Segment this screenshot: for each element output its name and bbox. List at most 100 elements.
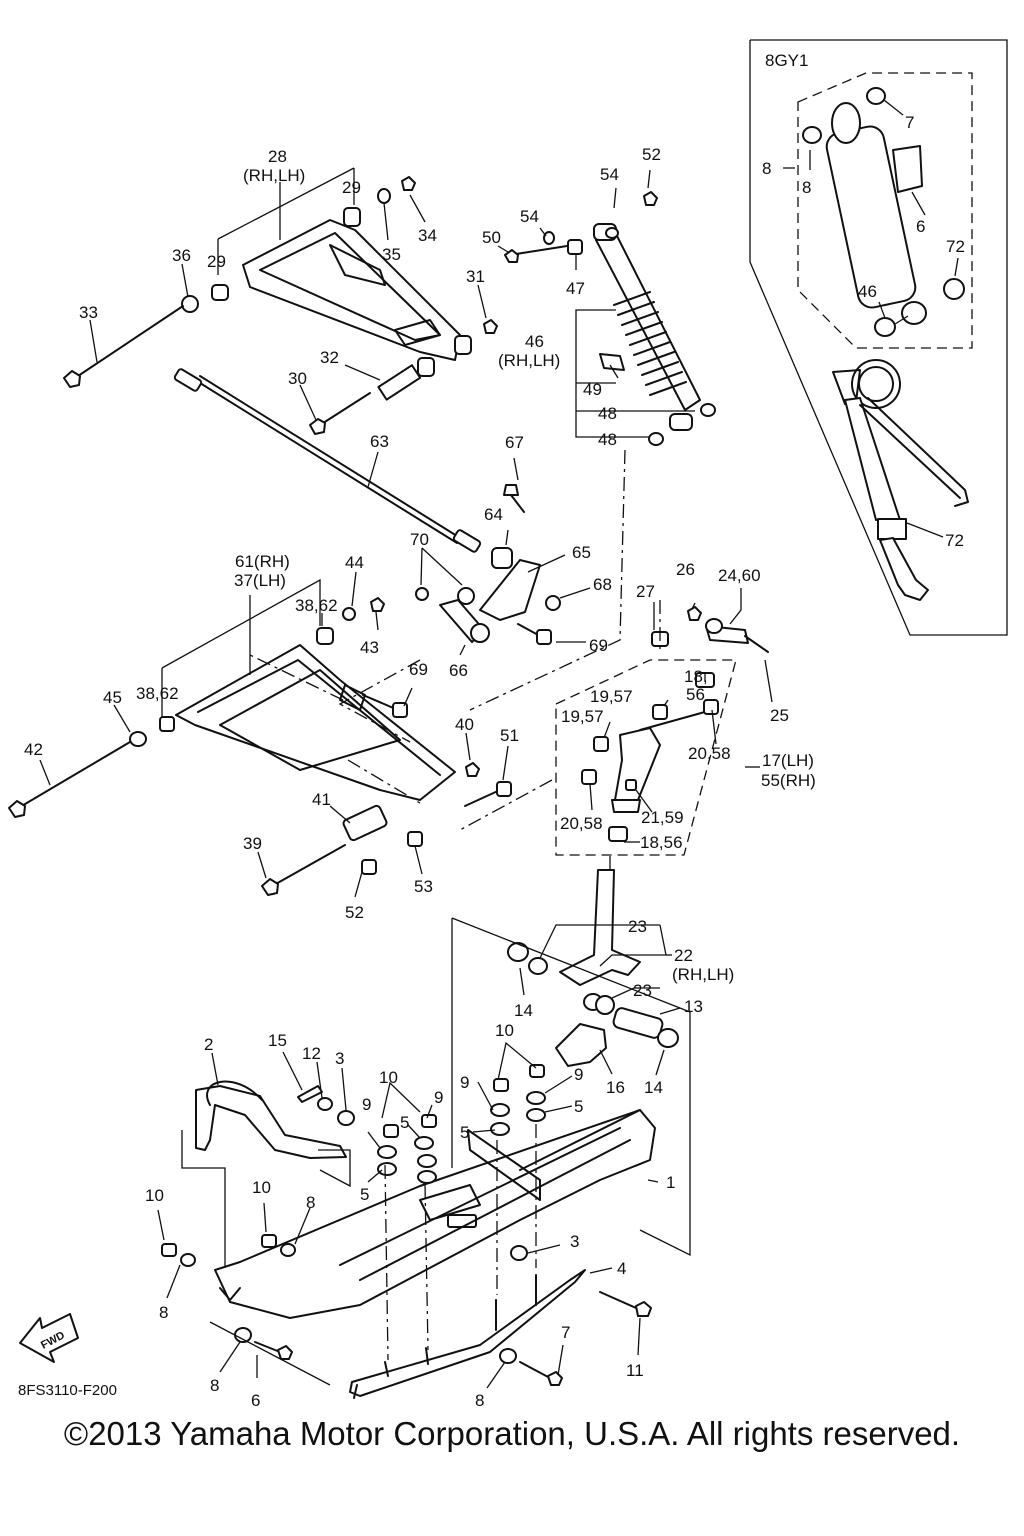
callout-30: 30 (288, 369, 307, 388)
callout-20-58: 20,58 (688, 744, 731, 763)
callout-3: 3 (570, 1232, 579, 1251)
callout-21-59: 21,59 (641, 808, 684, 827)
callout-22-rh-lh: (RH,LH) (672, 965, 734, 984)
callout-38-62: 38,62 (295, 596, 338, 615)
callout-28-rh-lh: (RH,LH) (243, 166, 305, 185)
fwd-arrow: FWD (19, 1313, 79, 1363)
callout-28: 28 (268, 147, 287, 166)
callout-8: 8 (475, 1391, 484, 1410)
callout-70: 70 (410, 530, 429, 549)
callout-9: 9 (574, 1065, 583, 1084)
callout-46: 46 (525, 332, 544, 351)
callout-49: 6 (916, 217, 925, 236)
callout-66: 66 (449, 661, 468, 680)
callout-11: 11 (626, 1361, 644, 1380)
callout-69: 69 (589, 636, 608, 655)
callout-17-lh: 17(LH) (762, 751, 814, 770)
reference-code: 8FS3110-F200 (18, 1382, 117, 1399)
callout-9: 9 (362, 1095, 371, 1114)
callout-46: 8 (762, 159, 771, 178)
callout-2: 2 (204, 1035, 213, 1054)
callout-9: 9 (460, 1073, 469, 1092)
callout-32: 32 (320, 348, 339, 367)
callout-25: 25 (770, 706, 789, 725)
callout-8: 8 (306, 1193, 315, 1212)
callout-35: 35 (382, 245, 401, 264)
callout-15: 15 (268, 1031, 287, 1050)
ski-column-drawing (507, 869, 679, 1067)
callout-50: 50 (482, 228, 501, 247)
callout-46-rh-lh: (RH,LH) (498, 351, 560, 370)
callout-65: 65 (572, 543, 591, 562)
pressure-gauge-tool (832, 359, 969, 601)
callout-54: 54 (600, 165, 619, 184)
copyright-notice: ©2013 Yamaha Motor Corporation, U.S.A. A… (63, 1415, 961, 1452)
callout-38-62: 38,62 (136, 684, 179, 703)
callout-33: 33 (79, 303, 98, 322)
callout-14: 14 (514, 1001, 533, 1020)
callout-36: 36 (172, 246, 191, 265)
callout-72: 7 (905, 113, 914, 132)
callout-44: 44 (345, 553, 364, 572)
callout-45: 45 (103, 688, 122, 707)
leader-lines (39, 167, 773, 1389)
callout-4: 4 (617, 1259, 626, 1278)
callout-10: 10 (145, 1186, 164, 1205)
callout-5: 5 (460, 1123, 469, 1142)
shock-absorber-drawing (504, 191, 716, 446)
callout-10: 10 (379, 1068, 398, 1087)
callout-49: 49 (583, 380, 602, 399)
callout-12: 12 (302, 1044, 321, 1063)
callout-52: 52 (642, 145, 661, 164)
callout-23: 23 (633, 981, 652, 1000)
callout-5: 5 (360, 1185, 369, 1204)
callout-31: 31 (466, 267, 485, 286)
callout-26: 26 (676, 560, 695, 579)
gas-shock-drawing (802, 87, 965, 337)
callout-10: 10 (495, 1021, 514, 1040)
callout-71: 72 (945, 531, 964, 550)
callout-68: 68 (593, 575, 612, 594)
callout-54: 54 (520, 207, 539, 226)
link-rod-drawing (415, 484, 561, 645)
callout-63: 63 (370, 432, 389, 451)
callout-14: 14 (644, 1078, 663, 1097)
callout-20-58: 20,58 (560, 814, 603, 833)
callout-18-56: 18,56 (640, 833, 683, 852)
inset-title: 8GY1 (765, 51, 808, 70)
callout-6: 6 (251, 1391, 260, 1410)
callout-73: 46 (858, 282, 877, 301)
callout-34: 34 (418, 226, 437, 245)
callout-41: 41 (312, 790, 331, 809)
callout-48: 48 (598, 430, 617, 449)
callout-64: 64 (484, 505, 503, 524)
callout-72: 8 (802, 178, 811, 197)
callout-13: 13 (684, 997, 703, 1016)
callout-5: 5 (574, 1097, 583, 1116)
callout-61-rh: 61(RH) (235, 552, 290, 571)
lower-arm-drawing (8, 597, 512, 896)
callout-19-57: 19,57 (590, 687, 633, 706)
callout-5: 5 (400, 1113, 409, 1132)
ski-drawing (161, 1064, 656, 1399)
callout-40: 40 (455, 715, 474, 734)
callout-18: 18, (684, 667, 708, 686)
callout-51: 51 (500, 726, 519, 745)
callout-42: 42 (24, 740, 43, 759)
callout-67: 67 (505, 433, 524, 452)
callout-29: 29 (207, 252, 226, 271)
callout-7: 7 (561, 1323, 570, 1342)
callout-39: 39 (243, 834, 262, 853)
callout-37-lh: 37(LH) (234, 571, 286, 590)
callout-47: 47 (566, 279, 585, 298)
callout-43: 43 (360, 638, 379, 657)
callout-16: 16 (606, 1078, 625, 1097)
callout-48: 48 (598, 404, 617, 423)
callout-23: 23 (628, 917, 647, 936)
callout-24-60: 24,60 (718, 566, 761, 585)
callout-10: 10 (252, 1178, 271, 1197)
callout-9: 9 (434, 1088, 443, 1107)
callout-53: 53 (414, 877, 433, 896)
callout-8: 8 (159, 1303, 168, 1322)
